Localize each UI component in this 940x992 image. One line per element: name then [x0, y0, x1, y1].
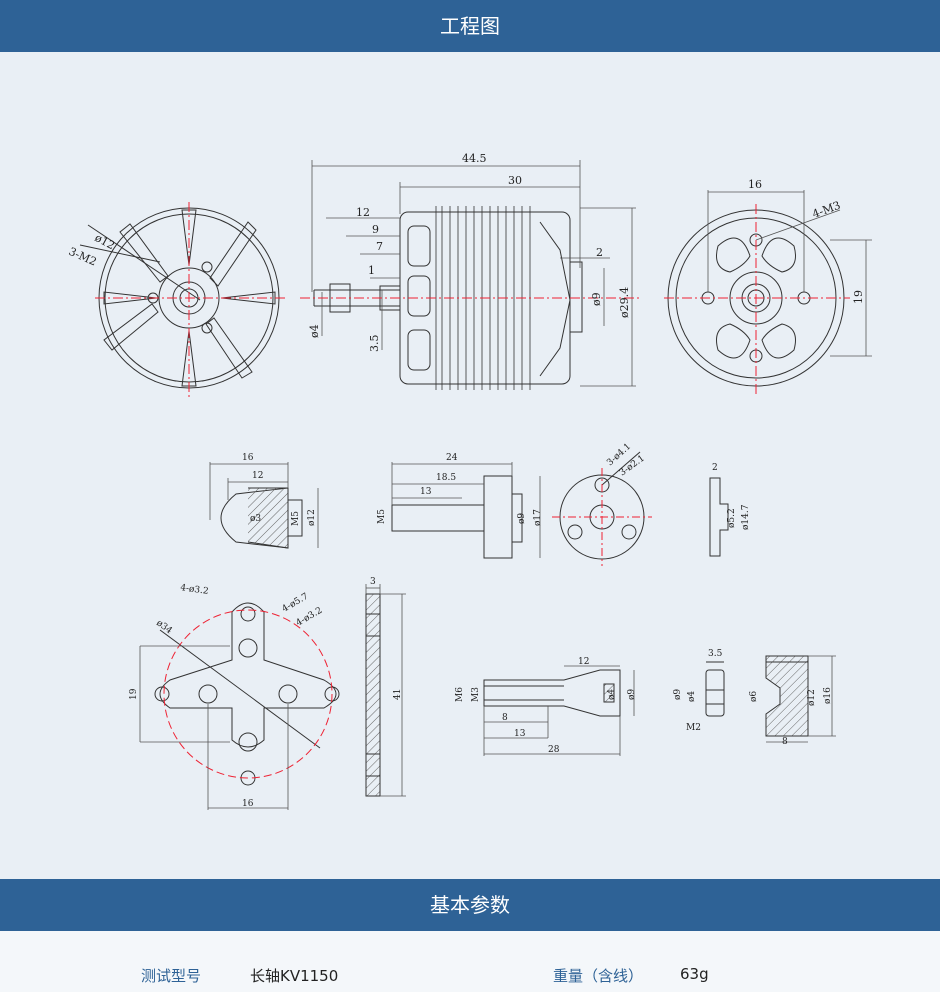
dim-xmount-16: 16: [242, 799, 254, 809]
dim-cone-12: 12: [252, 471, 263, 481]
dim-side-phi9: ø9: [590, 292, 603, 306]
dim-adapter-18-5: 18.5: [436, 473, 456, 483]
dim-shaft-phi4: ø4: [607, 689, 617, 700]
dim-shaft-m3: M3: [471, 687, 481, 702]
section-header: 基本参数: [0, 879, 940, 931]
dim-nut-m2: M2: [686, 723, 701, 733]
dim-side-3-5: 3.5: [368, 335, 381, 353]
dim-cone-m5: M5: [291, 511, 301, 526]
param-value-weight: 63g: [680, 965, 709, 983]
mount-plate-side: [365, 593, 381, 797]
dim-xmount-19: 19: [129, 688, 139, 700]
dim-side-7: 7: [376, 240, 383, 253]
dim-nut-phi4: ø4: [687, 691, 697, 702]
dim-plate-3: 3: [370, 577, 376, 587]
header-bar: 工程图: [0, 0, 940, 52]
dim-washer-2: 2: [712, 463, 718, 473]
dim-shaft-13: 13: [514, 729, 526, 739]
dim-nut-3-5: 3.5: [708, 649, 723, 659]
params-table: 测试型号 长轴KV1150 重量（含线） 63g: [0, 931, 940, 992]
shaft-part: [483, 669, 621, 717]
page-title: 工程图: [440, 14, 500, 38]
drawing-canvas: ø12 3-M2 44.5 30 12 9 7 1 2 ø4 3.5 ø9 ø2…: [67, 152, 872, 810]
dim-side-44-5: 44.5: [462, 152, 487, 165]
dim-side-1: 1: [368, 264, 375, 277]
dim-cup-phi16: ø16: [823, 687, 833, 704]
dim-cone-phi12: ø12: [307, 509, 317, 526]
dim-side-12: 12: [356, 206, 370, 219]
dim-side-30: 30: [508, 174, 522, 187]
dim-adapter-phi9: ø9: [517, 513, 527, 524]
dim-xmount-4phi5-7: 4-ø5.7: [281, 592, 311, 615]
dim-xmount-4phi3-2b: 4-ø3.2: [295, 606, 325, 629]
dim-shaft-8: 8: [502, 713, 508, 723]
dim-rear-16: 16: [748, 178, 762, 191]
param-value-model: 长轴KV1150: [250, 967, 339, 985]
engineering-drawing: ø12 3-M2 44.5 30 12 9 7 1 2 ø4 3.5 ø9 ø2…: [0, 52, 940, 879]
dim-washer-phi5-2: ø5.2: [727, 508, 737, 528]
dim-adapter-m5: M5: [377, 509, 387, 524]
dim-rear-19: 19: [852, 290, 865, 304]
bell-cup: [765, 655, 809, 737]
param-label-weight: 重量（含线）: [553, 967, 644, 985]
dim-side-phi29-4: ø29.4: [618, 287, 631, 318]
dim-cup-8: 8: [782, 737, 788, 747]
param-label-model: 测试型号: [141, 967, 202, 985]
dim-side-9: 9: [372, 223, 379, 236]
section-title: 基本参数: [430, 893, 510, 917]
dim-cup-phi6: ø6: [749, 691, 759, 702]
dim-shaft-28: 28: [548, 745, 560, 755]
prop-adapter: [391, 475, 523, 559]
dim-side-phi4: ø4: [308, 324, 321, 338]
dim-washer-phi14-7: ø14.7: [741, 504, 751, 530]
dim-cone-16: 16: [242, 453, 254, 463]
dim-cup-phi12: ø12: [807, 689, 817, 706]
dim-shaft-m6: M6: [455, 687, 465, 702]
dim-plate-41: 41: [393, 689, 403, 700]
dim-rear-4m3: 4-M3: [811, 199, 843, 221]
dim-shaft-phi9: ø9: [627, 689, 637, 700]
dim-cone-phi3: ø3: [250, 514, 261, 524]
x-mount: [154, 602, 340, 786]
dim-nut-phi9: ø9: [673, 689, 683, 700]
nut: [705, 661, 725, 717]
dim-adapter-13: 13: [420, 487, 432, 497]
washer: [709, 477, 729, 557]
dim-xmount-4phi3-2a: 4-ø3.2: [180, 583, 210, 597]
dim-adapter-phi17: ø17: [533, 509, 543, 526]
prop-cone: [220, 487, 303, 549]
dim-xmount-phi34: ø34: [154, 618, 174, 636]
dim-adapter-24: 24: [446, 453, 458, 463]
dim-shaft-12: 12: [578, 657, 589, 667]
dim-side-2: 2: [596, 246, 603, 259]
